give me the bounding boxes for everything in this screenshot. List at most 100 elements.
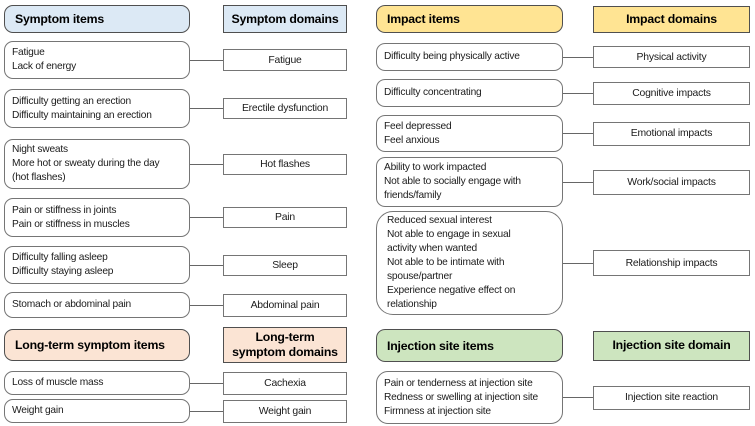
domain-box-emotional-impacts: Emotional impacts bbox=[593, 121, 750, 146]
connector-line bbox=[190, 108, 223, 109]
connector-line bbox=[190, 410, 223, 412]
item-box-pain: Pain or stiffness in joints Pain or stif… bbox=[4, 198, 190, 237]
domain-text: Emotional impacts bbox=[630, 128, 713, 139]
item-box-relationship-impacts: Reduced sexual interest Not able to enga… bbox=[376, 211, 563, 315]
domain-box-abdominal-pain: Abdominal pain bbox=[223, 293, 347, 317]
right-column-group: Impact items Impact domains Difficulty b… bbox=[376, 0, 750, 424]
symptom-domains-header: Symptom domains bbox=[223, 5, 347, 33]
mapping-row-weight-gain: Weight gain Weight gain bbox=[4, 399, 347, 423]
item-text: Difficulty getting an erection Difficult… bbox=[12, 95, 152, 121]
mapping-row-erectile-dysfunction: Difficulty getting an erection Difficult… bbox=[4, 89, 347, 128]
item-box-abdominal-pain: Stomach or abdominal pain bbox=[4, 292, 190, 318]
connector-line bbox=[563, 262, 593, 264]
injection-site-domain-header: Injection site domain bbox=[593, 330, 750, 361]
domain-text: Erectile dysfunction bbox=[241, 103, 329, 114]
item-box-cognitive-impacts: Difficulty concentrating bbox=[376, 79, 563, 107]
symptom-domains-header-label: Symptom domains bbox=[231, 11, 339, 26]
domain-box-hot-flashes: Hot flashes bbox=[223, 153, 347, 175]
injection-header-row: Injection site items Injection site doma… bbox=[376, 329, 750, 362]
mapping-row-work-social-impacts: Ability to work impacted Not able to soc… bbox=[376, 157, 750, 207]
long-term-items-header: Long-term symptom items bbox=[4, 329, 190, 361]
left-column-group: Symptom items Symptom domains Fatigue La… bbox=[4, 0, 347, 423]
item-text: Loss of muscle mass bbox=[12, 377, 104, 388]
domain-text: Abdominal pain bbox=[250, 299, 320, 311]
impact-domains-header: Impact domains bbox=[593, 5, 750, 33]
connector-line bbox=[190, 382, 223, 384]
long-term-domains-header: Long-term symptom domains bbox=[223, 327, 347, 363]
connector-line bbox=[190, 304, 223, 306]
domain-text: Pain bbox=[275, 212, 295, 223]
domain-box-cognitive-impacts: Cognitive impacts bbox=[593, 81, 750, 105]
long-term-domains-header-label: Long-term symptom domains bbox=[232, 330, 338, 359]
injection-site-domain-header-label: Injection site domain bbox=[612, 338, 731, 352]
connector-line bbox=[190, 217, 223, 218]
item-box-fatigue: Fatigue Lack of energy bbox=[4, 41, 190, 79]
mapping-row-cachexia: Loss of muscle mass Cachexia bbox=[4, 371, 347, 395]
domain-box-physical-activity: Physical activity bbox=[593, 46, 750, 68]
domain-box-erectile-dysfunction: Erectile dysfunction bbox=[223, 98, 347, 119]
mapping-row-injection-site-reaction: Pain or tenderness at injection site Red… bbox=[376, 371, 750, 424]
domain-box-cachexia: Cachexia bbox=[223, 371, 347, 395]
mapping-row-sleep: Difficulty falling asleep Difficulty sta… bbox=[4, 246, 347, 284]
impact-items-header: Impact items bbox=[376, 5, 563, 33]
domain-text: Injection site reaction bbox=[624, 392, 718, 403]
item-box-erectile-dysfunction: Difficulty getting an erection Difficult… bbox=[4, 89, 190, 128]
item-text: Feel depressed Feel anxious bbox=[384, 120, 452, 146]
mapping-row-emotional-impacts: Feel depressed Feel anxious Emotional im… bbox=[376, 115, 750, 152]
item-box-sleep: Difficulty falling asleep Difficulty sta… bbox=[4, 246, 190, 284]
item-box-cachexia: Loss of muscle mass bbox=[4, 371, 190, 395]
item-text: Reduced sexual interest Not able to enga… bbox=[387, 215, 516, 310]
impact-domains-header-label: Impact domains bbox=[626, 11, 717, 26]
domain-box-pain: Pain bbox=[223, 207, 347, 228]
domain-text: Relationship impacts bbox=[625, 257, 718, 269]
domain-text: Cognitive impacts bbox=[632, 87, 711, 99]
symptom-items-header-label: Symptom items bbox=[15, 12, 104, 26]
domain-box-work-social-impacts: Work/social impacts bbox=[593, 169, 750, 195]
item-text: Fatigue Lack of energy bbox=[12, 47, 77, 72]
mapping-row-cognitive-impacts: Difficulty concentrating Cognitive impac… bbox=[376, 79, 750, 107]
item-box-injection-site-reaction: Pain or tenderness at injection site Red… bbox=[376, 371, 563, 424]
mapping-row-hot-flashes: Night sweats More hot or sweaty during t… bbox=[4, 139, 347, 189]
connector-line bbox=[190, 264, 223, 266]
item-text: Stomach or abdominal pain bbox=[12, 299, 132, 310]
item-text: Difficulty being physically active bbox=[384, 51, 520, 62]
impact-items-header-label: Impact items bbox=[387, 12, 460, 26]
domain-text: Fatigue bbox=[268, 54, 302, 66]
item-text: Ability to work impacted Not able to soc… bbox=[384, 162, 521, 201]
item-box-physical-activity: Difficulty being physically active bbox=[376, 43, 563, 71]
connector-line bbox=[563, 133, 593, 134]
domain-box-injection-site-reaction: Injection site reaction bbox=[593, 385, 750, 410]
connector-line bbox=[190, 163, 223, 165]
long-term-header-row: Long-term symptom items Long-term sympto… bbox=[4, 327, 347, 363]
item-text: Difficulty falling asleep Difficulty sta… bbox=[12, 252, 114, 277]
connector-line bbox=[563, 56, 593, 58]
mapping-row-physical-activity: Difficulty being physically active Physi… bbox=[376, 43, 750, 71]
connector-line bbox=[190, 59, 223, 61]
domain-text: Cachexia bbox=[264, 377, 306, 389]
item-text: Weight gain bbox=[12, 405, 64, 416]
domain-box-relationship-impacts: Relationship impacts bbox=[593, 250, 750, 276]
mapping-row-pain: Pain or stiffness in joints Pain or stif… bbox=[4, 198, 347, 237]
connector-line bbox=[563, 397, 593, 398]
connector-line bbox=[563, 181, 593, 183]
domain-box-weight-gain: Weight gain bbox=[223, 399, 347, 423]
domain-text: Work/social impacts bbox=[627, 176, 716, 188]
domain-box-sleep: Sleep bbox=[223, 254, 347, 276]
item-box-work-social-impacts: Ability to work impacted Not able to soc… bbox=[376, 157, 563, 207]
item-box-emotional-impacts: Feel depressed Feel anxious bbox=[376, 115, 563, 152]
item-box-weight-gain: Weight gain bbox=[4, 399, 190, 423]
domain-text: Sleep bbox=[272, 259, 298, 271]
connector-line bbox=[563, 92, 593, 94]
injection-site-items-header: Injection site items bbox=[376, 329, 563, 362]
domain-text: Weight gain bbox=[258, 405, 312, 417]
item-text: Difficulty concentrating bbox=[384, 87, 482, 98]
domain-box-fatigue: Fatigue bbox=[223, 49, 347, 71]
domain-text: Hot flashes bbox=[260, 158, 310, 170]
domain-text: Physical activity bbox=[636, 51, 707, 63]
mapping-row-relationship-impacts: Reduced sexual interest Not able to enga… bbox=[376, 211, 750, 315]
symptom-header-row: Symptom items Symptom domains bbox=[4, 5, 347, 33]
item-text: Pain or tenderness at injection site Red… bbox=[384, 377, 538, 417]
mapping-row-fatigue: Fatigue Lack of energy Fatigue bbox=[4, 41, 347, 79]
injection-site-items-header-label: Injection site items bbox=[387, 338, 494, 353]
